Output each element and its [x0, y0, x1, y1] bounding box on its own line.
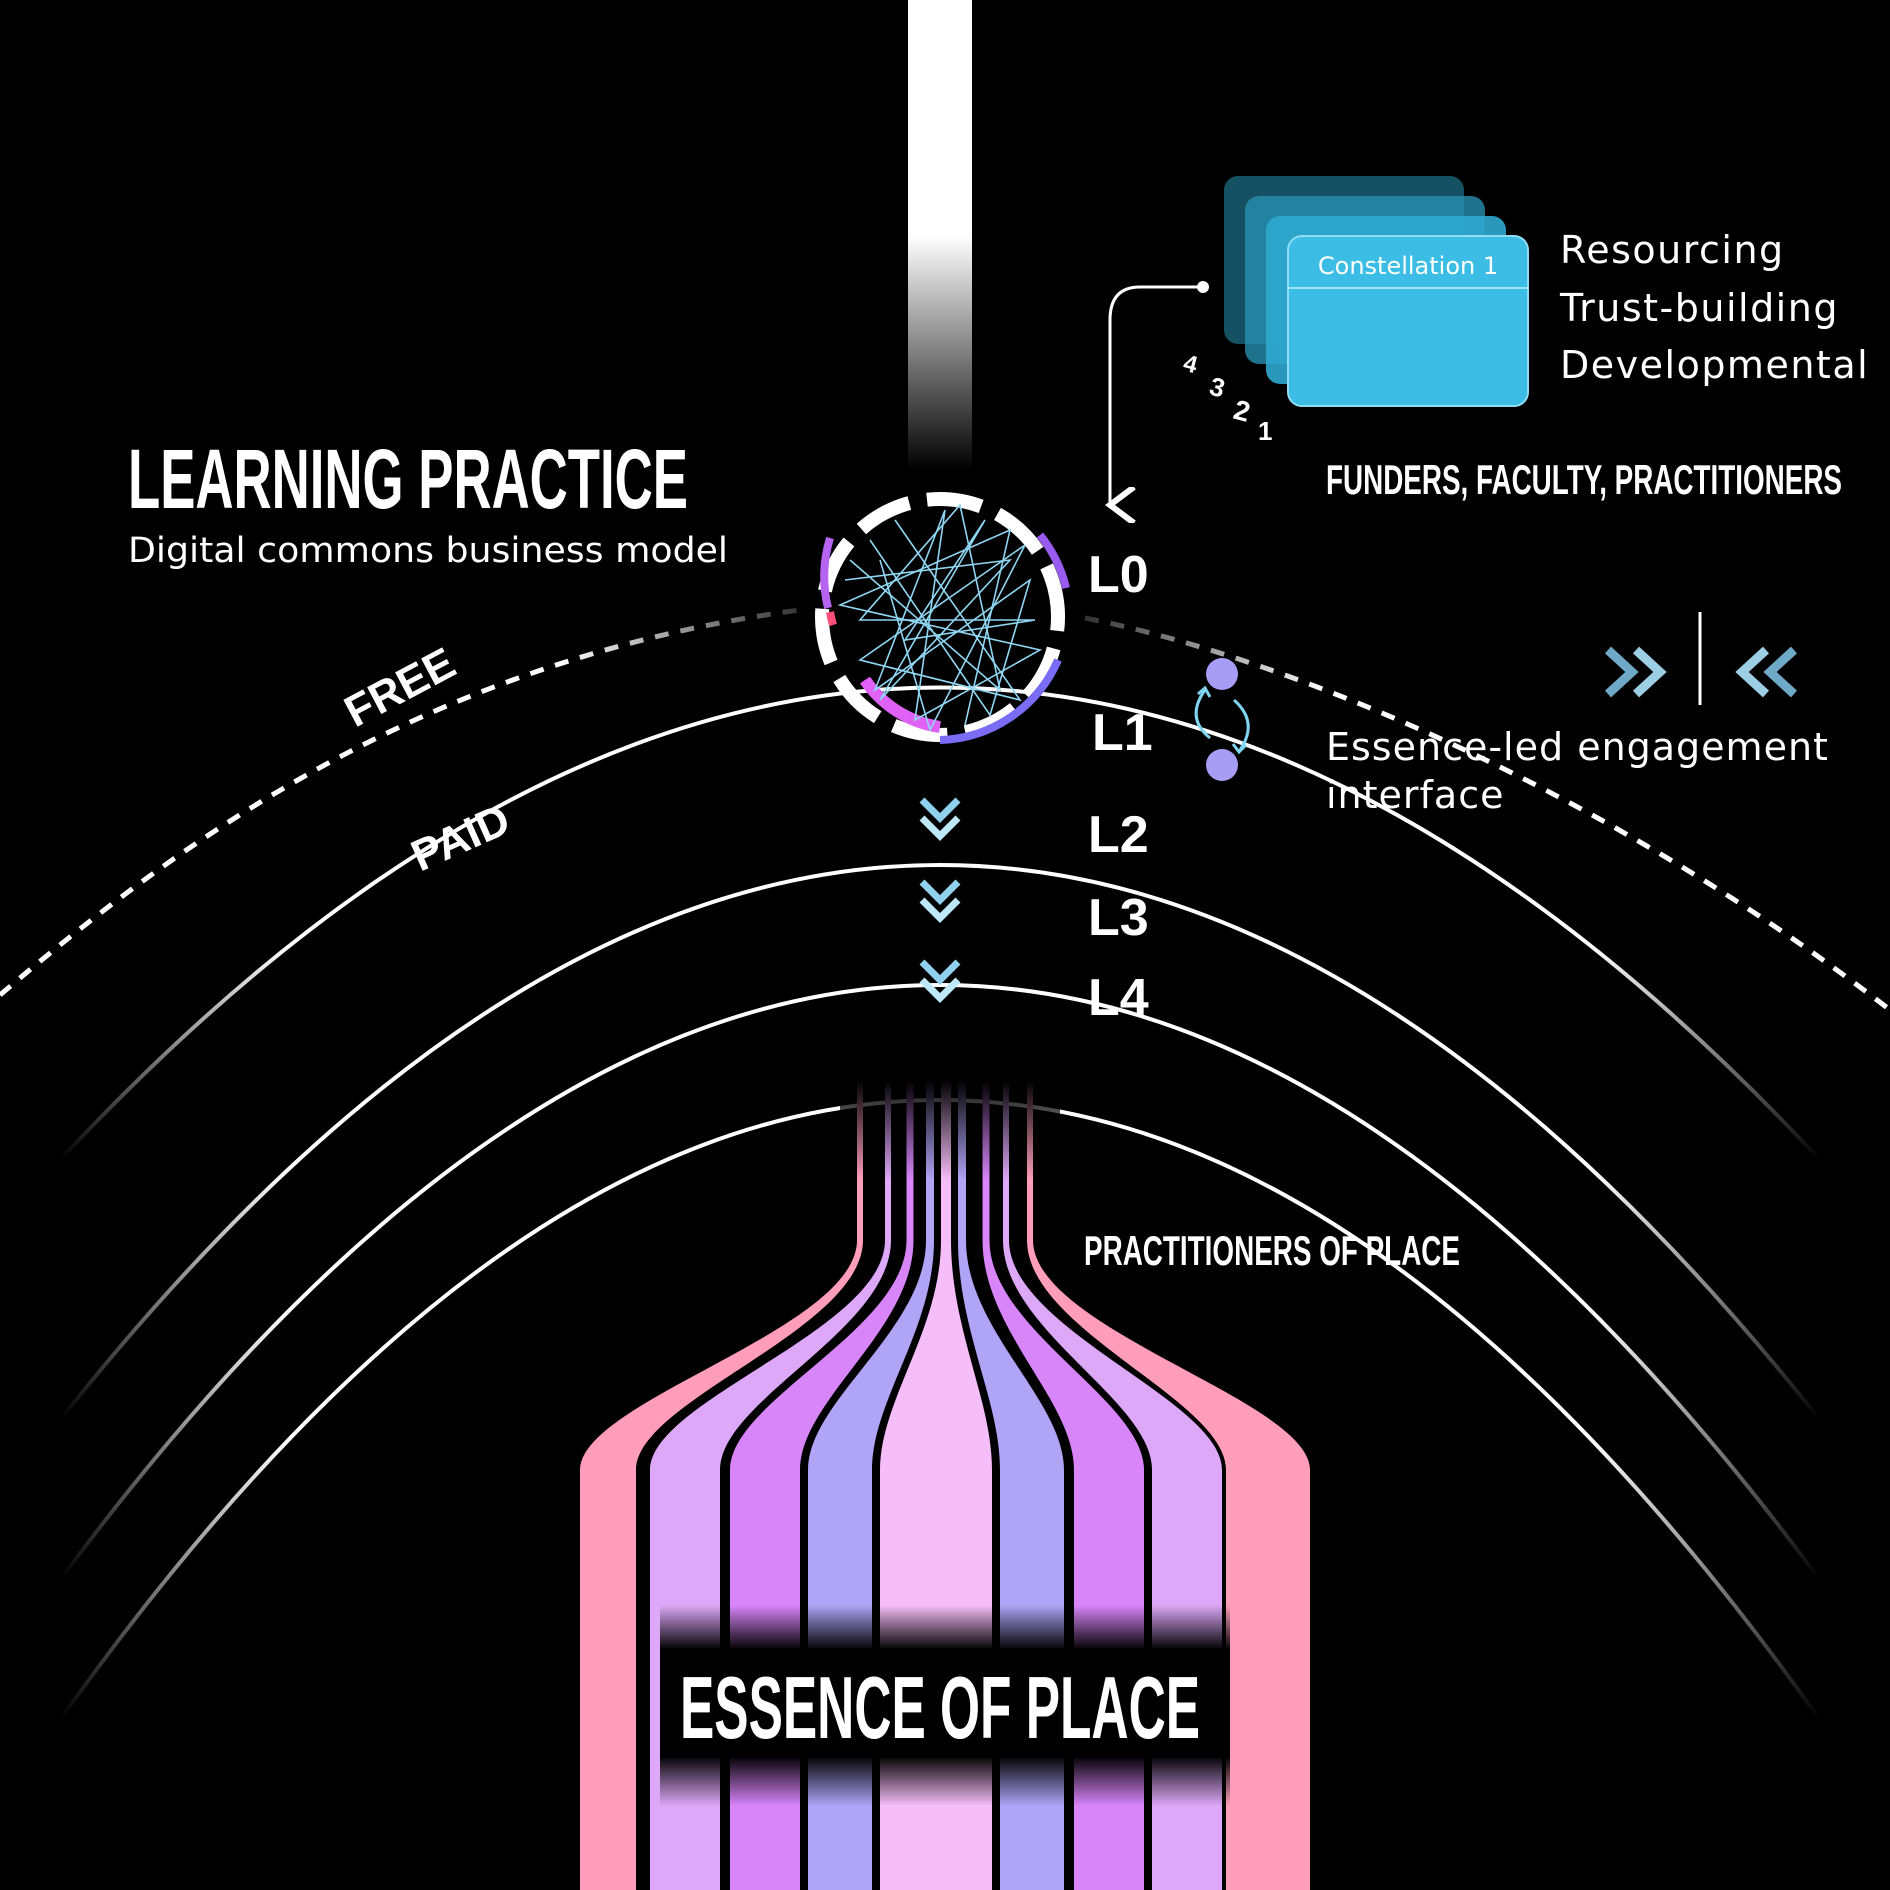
function-developmental: Developmental: [1560, 343, 1869, 387]
chevron-down-icon: [919, 797, 961, 841]
connector-arrow: [1110, 285, 1203, 505]
network-hub: [815, 492, 1070, 744]
stack-numbers: 4 3 2 1: [1180, 350, 1272, 446]
chevron-down-icon: [919, 959, 961, 1003]
chevron-left-icon: [1735, 646, 1798, 698]
level-label-l4: L4: [1088, 969, 1149, 1027]
essence-of-place-label: ESSENCE OF PLACE: [680, 1658, 1200, 1757]
paid-tier-label: PAID: [404, 795, 517, 881]
chevron-down-icon: [919, 879, 961, 923]
hub-arc-blue: [939, 658, 1062, 744]
constellation-card-label: Constellation 1: [1318, 252, 1498, 280]
function-resourcing: Resourcing: [1560, 228, 1785, 272]
level-labels: L0 L1 L2 L3 L4: [1088, 546, 1153, 1027]
interface-label-line1: Essence-led engagement: [1326, 725, 1829, 769]
down-chevrons: [919, 797, 961, 1003]
stream-pink: [1027, 1080, 1310, 1890]
essence-band: [660, 1648, 1230, 1758]
node-bottom: [1206, 749, 1238, 781]
top-beam: [908, 0, 972, 470]
interface-label-line2: interface: [1326, 773, 1504, 817]
hub-arc-magenta: [860, 676, 942, 733]
page-title: LEARNING PRACTICE: [128, 432, 688, 526]
free-tier-dashed-arc-right: [1084, 615, 1890, 1012]
constellation-card-1: [1287, 235, 1529, 407]
practitioners-of-place-label: PRACTITIONERS OF PLACE: [1084, 1227, 1460, 1274]
stream-pink: [580, 1080, 863, 1890]
free-tier-dashed-arc-left: [0, 607, 801, 997]
essence-band-fade-bottom: [660, 1756, 1230, 1806]
constellation-stack: Constellation 1: [1224, 176, 1529, 407]
level-label-l2: L2: [1088, 806, 1149, 864]
level-label-l0: L0: [1088, 546, 1149, 604]
stack-number-4: 4: [1180, 350, 1201, 380]
page-subtitle: Digital commons business model: [128, 531, 728, 571]
stack-number-2: 2: [1230, 394, 1253, 428]
arc-l2: [58, 685, 1822, 1162]
arc-l4: [58, 983, 1822, 1582]
function-trust-building: Trust-building: [1559, 286, 1839, 330]
stream-top-fade: [840, 1080, 1060, 1180]
hub-arc-red: [826, 611, 837, 627]
converge-icon: [1604, 612, 1798, 705]
stack-number-1: 1: [1258, 416, 1272, 446]
exchange-nodes: [1194, 658, 1250, 781]
node-top: [1206, 658, 1238, 690]
swap-arrows-icon: [1194, 685, 1250, 755]
chevron-right-icon: [1604, 646, 1667, 698]
level-label-l3: L3: [1088, 889, 1149, 947]
essence-band-fade-top: [660, 1605, 1230, 1650]
hub-arc-violet: [1036, 532, 1070, 589]
hub-network-lines: [837, 503, 1043, 733]
free-tier-label: FREE: [337, 638, 464, 736]
stack-number-3: 3: [1206, 371, 1228, 404]
hub-arc-purple: [820, 536, 834, 609]
arc-l3: [58, 863, 1822, 1422]
level-label-l1: L1: [1092, 704, 1153, 762]
audience-label: FUNDERS, FACULTY, PRACTITIONERS: [1326, 456, 1842, 503]
